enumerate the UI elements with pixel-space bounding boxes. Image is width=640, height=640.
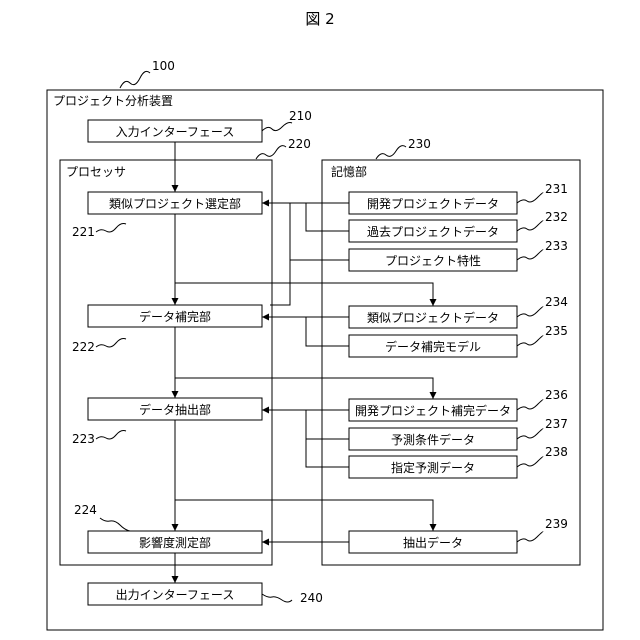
- storage-item-237: 予測条件データ: [349, 428, 517, 450]
- unit-ref-222: 222: [72, 340, 95, 354]
- storage-item-label-238: 指定予測データ: [391, 460, 475, 475]
- storage-item-ref-232: 232: [545, 210, 568, 224]
- storage-item-ref-234-leader: [517, 307, 543, 317]
- data-completion-unit: データ補完部: [88, 305, 262, 327]
- storage-item-234: 類似プロジェクトデータ: [349, 306, 517, 328]
- storage-item-ref-234: 234: [545, 295, 568, 309]
- unit-label-221: 類似プロジェクト選定部: [109, 196, 241, 211]
- storage-item-ref-239: 239: [545, 517, 568, 531]
- storage-item-ref-233: 233: [545, 239, 568, 253]
- storage-item-label-233: プロジェクト特性: [385, 253, 481, 268]
- flow-222-to-236: [175, 378, 433, 399]
- storage-item-label-235: データ補完モデル: [385, 339, 481, 354]
- storage-item-233: プロジェクト特性: [349, 249, 517, 271]
- bus-235-in: [306, 317, 349, 346]
- output-interface-box: 出力インターフェース: [88, 583, 262, 605]
- storage-item-ref-231-leader: [517, 193, 543, 203]
- storage-item-232: 過去プロジェクトデータ: [349, 220, 517, 242]
- processor-ref-leader: [256, 146, 286, 159]
- flow-223-to-239: [175, 500, 433, 531]
- device-ref: 100: [152, 59, 175, 73]
- storage-item-label-236: 開発プロジェクト補完データ: [355, 403, 511, 418]
- processor-label: プロセッサ: [66, 165, 126, 179]
- storage-item-236: 開発プロジェクト補完データ: [349, 399, 517, 421]
- unit-label-223: データ抽出部: [139, 402, 211, 417]
- output-interface-ref: 240: [300, 591, 323, 605]
- storage-item-ref-236-leader: [517, 400, 543, 410]
- storage-item-ref-235-leader: [517, 336, 543, 346]
- storage-item-ref-236: 236: [545, 388, 568, 402]
- input-interface-label: 入力インターフェース: [116, 125, 235, 139]
- unit-ref-223-leader: [96, 431, 126, 440]
- storage-item-239: 抽出データ: [349, 531, 517, 553]
- storage-item-ref-232-leader: [517, 221, 543, 231]
- output-interface-label: 出力インターフェース: [116, 588, 235, 602]
- storage-item-label-237: 予測条件データ: [391, 432, 475, 447]
- bus-232-in: [306, 203, 349, 231]
- storage-item-ref-231: 231: [545, 182, 568, 196]
- device-label: プロジェクト分析装置: [53, 94, 173, 108]
- figure-title: 図 2: [305, 10, 334, 28]
- unit-ref-221-leader: [96, 224, 126, 233]
- storage-item-label-239: 抽出データ: [403, 535, 463, 550]
- input-interface-ref-leader: [262, 123, 292, 132]
- storage-ref: 230: [408, 137, 431, 151]
- storage-item-ref-238: 238: [545, 445, 568, 459]
- unit-ref-223: 223: [72, 432, 95, 446]
- storage-item-label-231: 開発プロジェクトデータ: [367, 196, 499, 211]
- storage-label: 記憶部: [331, 164, 367, 179]
- storage-item-ref-238-leader: [517, 457, 543, 467]
- bus-237-in: [306, 410, 349, 439]
- storage-item-ref-239-leader: [517, 532, 543, 542]
- storage-item-ref-237: 237: [545, 417, 568, 431]
- unit-ref-221: 221: [72, 225, 95, 239]
- unit-ref-222-leader: [96, 339, 126, 348]
- impact-measurement-unit: 影響度測定部: [88, 531, 262, 553]
- storage-item-235: データ補完モデル: [349, 335, 517, 357]
- storage-item-label-234: 類似プロジェクトデータ: [367, 310, 499, 325]
- flow-221-to-234: [175, 283, 433, 306]
- unit-ref-224: 224: [74, 503, 97, 517]
- input-interface-ref: 210: [289, 109, 312, 123]
- device-ref-leader: [120, 71, 150, 88]
- storage-ref-leader: [376, 146, 406, 159]
- storage-item-ref-233-leader: [517, 250, 543, 260]
- unit-ref-224-leader: [100, 518, 130, 531]
- storage-item-ref-237-leader: [517, 429, 543, 439]
- unit-label-224: 影響度測定部: [139, 535, 211, 550]
- similar-project-selection-unit: 類似プロジェクト選定部: [88, 192, 262, 214]
- storage-item-231: 開発プロジェクトデータ: [349, 192, 517, 214]
- processor-ref: 220: [288, 137, 311, 151]
- storage-item-ref-235: 235: [545, 324, 568, 338]
- storage-item-238: 指定予測データ: [349, 456, 517, 478]
- output-interface-ref-leader: [262, 594, 292, 602]
- storage-item-label-232: 過去プロジェクトデータ: [367, 224, 499, 239]
- data-extraction-unit: データ抽出部: [88, 398, 262, 420]
- unit-label-222: データ補完部: [139, 309, 211, 324]
- bus-238-in: [306, 439, 349, 467]
- input-interface-box: 入力インターフェース: [88, 120, 262, 142]
